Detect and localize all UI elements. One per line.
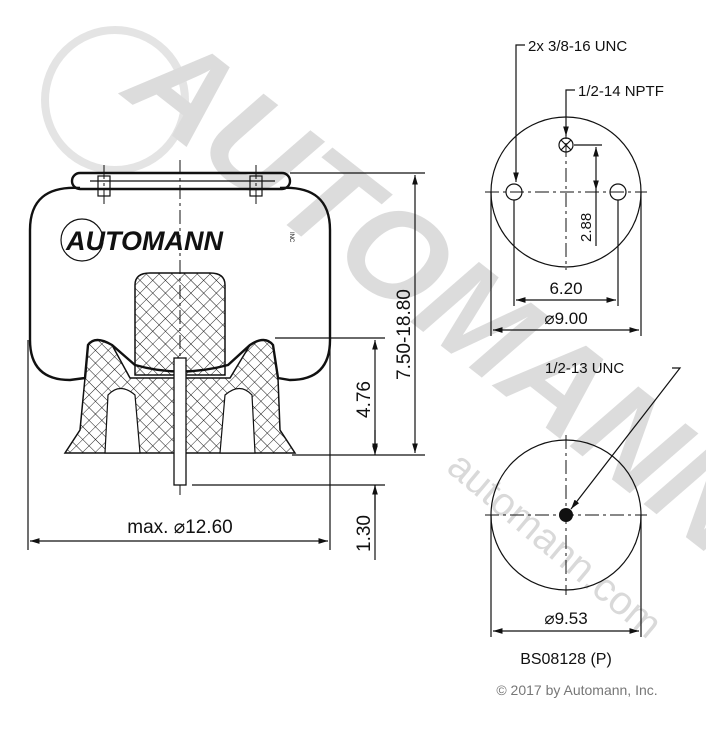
logo-suffix: INC [288,232,294,243]
bottom-diameter-dimension: ⌀9.53 [544,609,587,628]
top-bead-plate [70,171,292,191]
piston-height-dimension: 4.76 [354,381,375,418]
logo-text: AUTOMANN [65,226,223,256]
stud-length-dimension: 1.30 [354,515,375,552]
copyright: © 2017 by Automann, Inc. [496,682,657,698]
bumper [134,272,226,376]
top-diameter-dimension: ⌀9.00 [544,309,587,328]
piston-stud [173,357,187,486]
offset-dimension: 2.88 [578,213,595,242]
top-plate-view: 2x 3/8-16 UNC 1/2-14 NPTF 2.88 6.20 ⌀9.0… [485,38,664,336]
bolt-spacing-dimension: 6.20 [549,279,582,298]
height-dimension: 7.50-18.80 [394,289,415,380]
port-callout: 1/2-14 NPTF [578,83,664,100]
max-diameter-dimension: max. ⌀12.60 [127,517,232,538]
air-port [558,137,574,153]
air-spring-side-view: AUTOMANN INC 7.50-18.80 4.76 1.30 max. ⌀… [27,160,425,560]
bottom-piston-view: 1/2-13 UNC ⌀9.53 BS08128 (P) © 2017 by A… [485,360,682,698]
threaded-hole [559,508,573,522]
automann-logo: AUTOMANN INC [60,218,294,262]
stud-callout: 2x 3/8-16 UNC [528,38,627,55]
logo-emblem-icon [60,218,104,262]
thread-callout: 1/2-13 UNC [545,360,624,377]
watermark-logo-icon [41,26,189,174]
part-number: BS08128 (P) [520,651,612,668]
